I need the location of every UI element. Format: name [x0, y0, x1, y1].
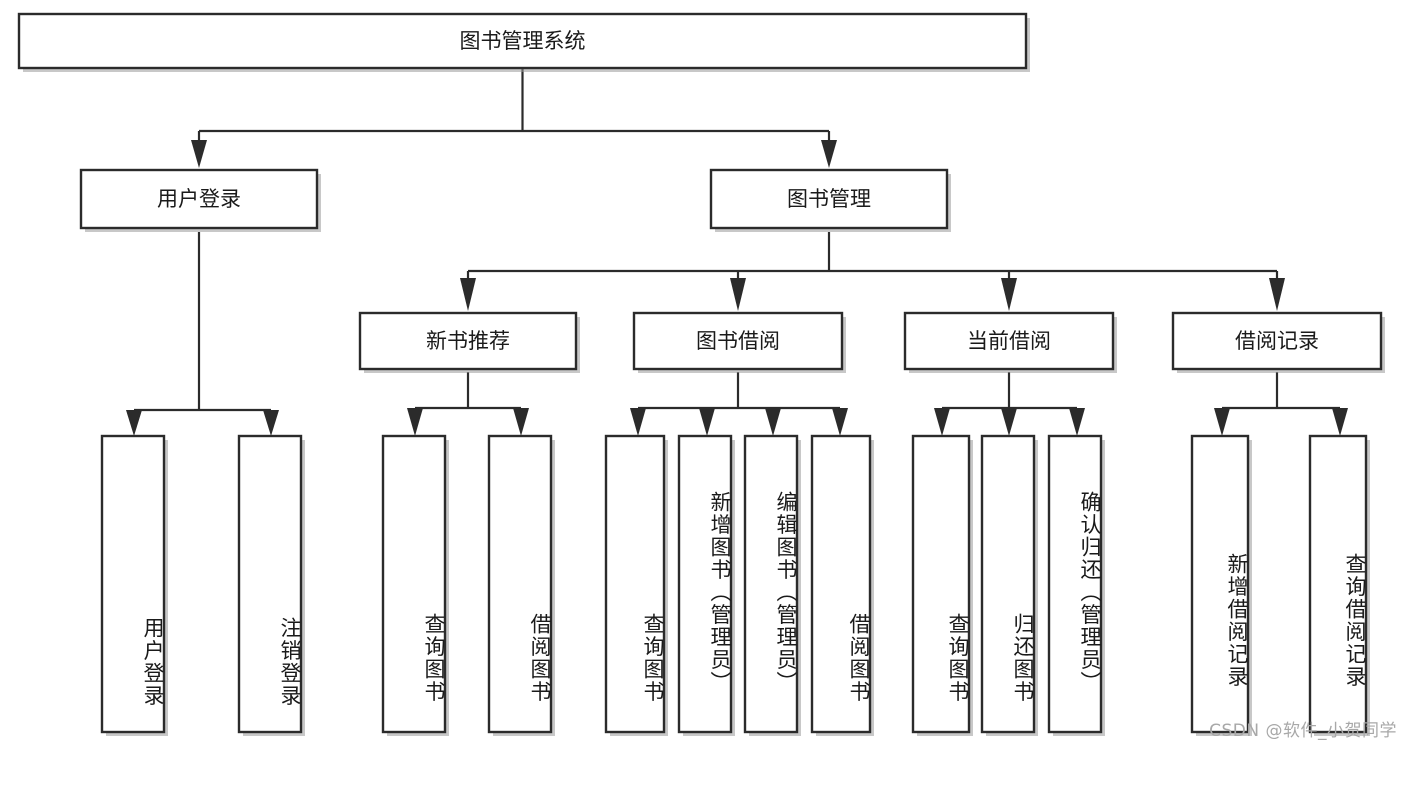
leaf-node-borrow-record-2[interactable]: [1308, 434, 1370, 736]
node-book-manage-label: 图书管理: [787, 187, 871, 211]
arrow-head-book-borrow: [730, 278, 746, 311]
arrow-head-currentborrow-leaf-2: [1001, 408, 1017, 436]
arrow-head-bookborrow-leaf-2: [699, 408, 715, 436]
leaf-node-book-borrow-1[interactable]: [604, 434, 668, 736]
leaf-node-current-borrow-2[interactable]: [980, 434, 1038, 736]
leaf-current-borrow-2-rect[interactable]: [980, 434, 1036, 734]
arrow-head-borrow-record: [1269, 278, 1285, 311]
node-current-borrow-rect[interactable]: [903, 311, 1115, 371]
arrow-head-leaf-user-login-2: [263, 410, 279, 436]
node-book-borrow-rect[interactable]: [632, 311, 844, 371]
leaf-node-new-book-1[interactable]: [381, 434, 449, 736]
arrow-head-user-login: [191, 140, 207, 168]
node-user-login[interactable]: 用户登录: [79, 168, 321, 232]
node-book-manage[interactable]: 图书管理: [709, 168, 951, 232]
node-borrow-record-label: 借阅记录: [1235, 329, 1319, 353]
leaf-node-current-borrow-3[interactable]: [1047, 434, 1105, 736]
leaf-book-borrow-3-rect[interactable]: [743, 434, 799, 734]
diagram-canvas: 图书管理系统 用户登录 图书管理 新书推荐 图书借阅 当前借阅: [17, 12, 1397, 741]
leaf-new-book-2-rect[interactable]: [487, 434, 553, 734]
arrow-head-newbook-leaf-2: [513, 408, 529, 436]
arrow-head-currentborrow-leaf-1: [934, 408, 950, 436]
node-root-label: 图书管理系统: [460, 29, 586, 53]
leaf-current-borrow-3-rect[interactable]: [1047, 434, 1103, 734]
leaf-current-borrow-1-rect[interactable]: [911, 434, 971, 734]
leaf-borrow-record-1-rect[interactable]: [1190, 434, 1250, 734]
connector-group-current-borrow: [934, 372, 1085, 436]
leaf-borrow-record-2-rect[interactable]: [1308, 434, 1368, 734]
arrow-head-borrowrecord-leaf-1: [1214, 408, 1230, 436]
csdn-watermark: CSDN @软件_小贺同学: [1209, 721, 1397, 741]
leaf-node-book-borrow-3[interactable]: [743, 434, 801, 736]
arrow-head-new-book: [460, 278, 476, 311]
node-root[interactable]: 图书管理系统: [17, 12, 1030, 72]
diagram-svg: 图书管理系统 用户登录 图书管理 新书推荐 图书借阅 当前借阅: [17, 12, 1385, 736]
arrow-head-bookborrow-leaf-1: [630, 408, 646, 436]
arrow-head-newbook-leaf-1: [407, 408, 423, 436]
connector-group-book-borrow: [630, 372, 848, 436]
leaf-book-borrow-4-rect[interactable]: [810, 434, 872, 734]
leaf-node-new-book-2[interactable]: [487, 434, 555, 736]
leaf-node-user-login-1[interactable]: [100, 434, 168, 736]
connector-group-book-manage: [460, 232, 1285, 311]
node-borrow-record-rect[interactable]: [1171, 311, 1383, 371]
node-borrow-record[interactable]: 借阅记录: [1171, 311, 1385, 373]
node-current-borrow-label: 当前借阅: [967, 329, 1051, 353]
leaf-user-login-1-rect[interactable]: [100, 434, 166, 734]
leaf-node-book-borrow-4[interactable]: [810, 434, 874, 736]
node-root-rect[interactable]: [17, 12, 1028, 70]
leaf-node-borrow-record-1[interactable]: [1190, 434, 1252, 736]
leaf-node-book-borrow-2[interactable]: [677, 434, 735, 736]
arrow-head-bookborrow-leaf-3: [765, 408, 781, 436]
leaf-user-login-2-rect[interactable]: [237, 434, 303, 734]
node-new-book-recommend[interactable]: 新书推荐: [358, 311, 580, 373]
leaf-new-book-1-rect[interactable]: [381, 434, 447, 734]
arrow-head-borrowrecord-leaf-2: [1332, 408, 1348, 436]
node-current-borrow[interactable]: 当前借阅: [903, 311, 1117, 373]
arrow-head-current-borrow: [1001, 278, 1017, 311]
connector-group-borrow-record: [1214, 372, 1348, 436]
leaf-book-borrow-1-rect[interactable]: [604, 434, 666, 734]
node-new-book-recommend-label: 新书推荐: [426, 329, 510, 353]
leaf-node-user-login-2[interactable]: [237, 434, 305, 736]
node-book-borrow-label: 图书借阅: [696, 329, 780, 353]
leaf-book-borrow-2-rect[interactable]: [677, 434, 733, 734]
node-book-manage-rect[interactable]: [709, 168, 949, 230]
arrow-head-bookborrow-leaf-4: [832, 408, 848, 436]
connector-group-user-login: [126, 232, 279, 436]
connector-group-root: [191, 68, 837, 168]
leaf-node-current-borrow-1[interactable]: [911, 434, 973, 736]
node-new-book-recommend-rect[interactable]: [358, 311, 578, 371]
connector-group-new-book: [407, 372, 529, 436]
node-user-login-label: 用户登录: [157, 187, 241, 211]
arrow-head-currentborrow-leaf-3: [1069, 408, 1085, 436]
node-user-login-rect[interactable]: [79, 168, 319, 230]
node-book-borrow[interactable]: 图书借阅: [632, 311, 846, 373]
arrow-head-book-manage: [821, 140, 837, 168]
arrow-head-leaf-user-login-1: [126, 410, 142, 436]
